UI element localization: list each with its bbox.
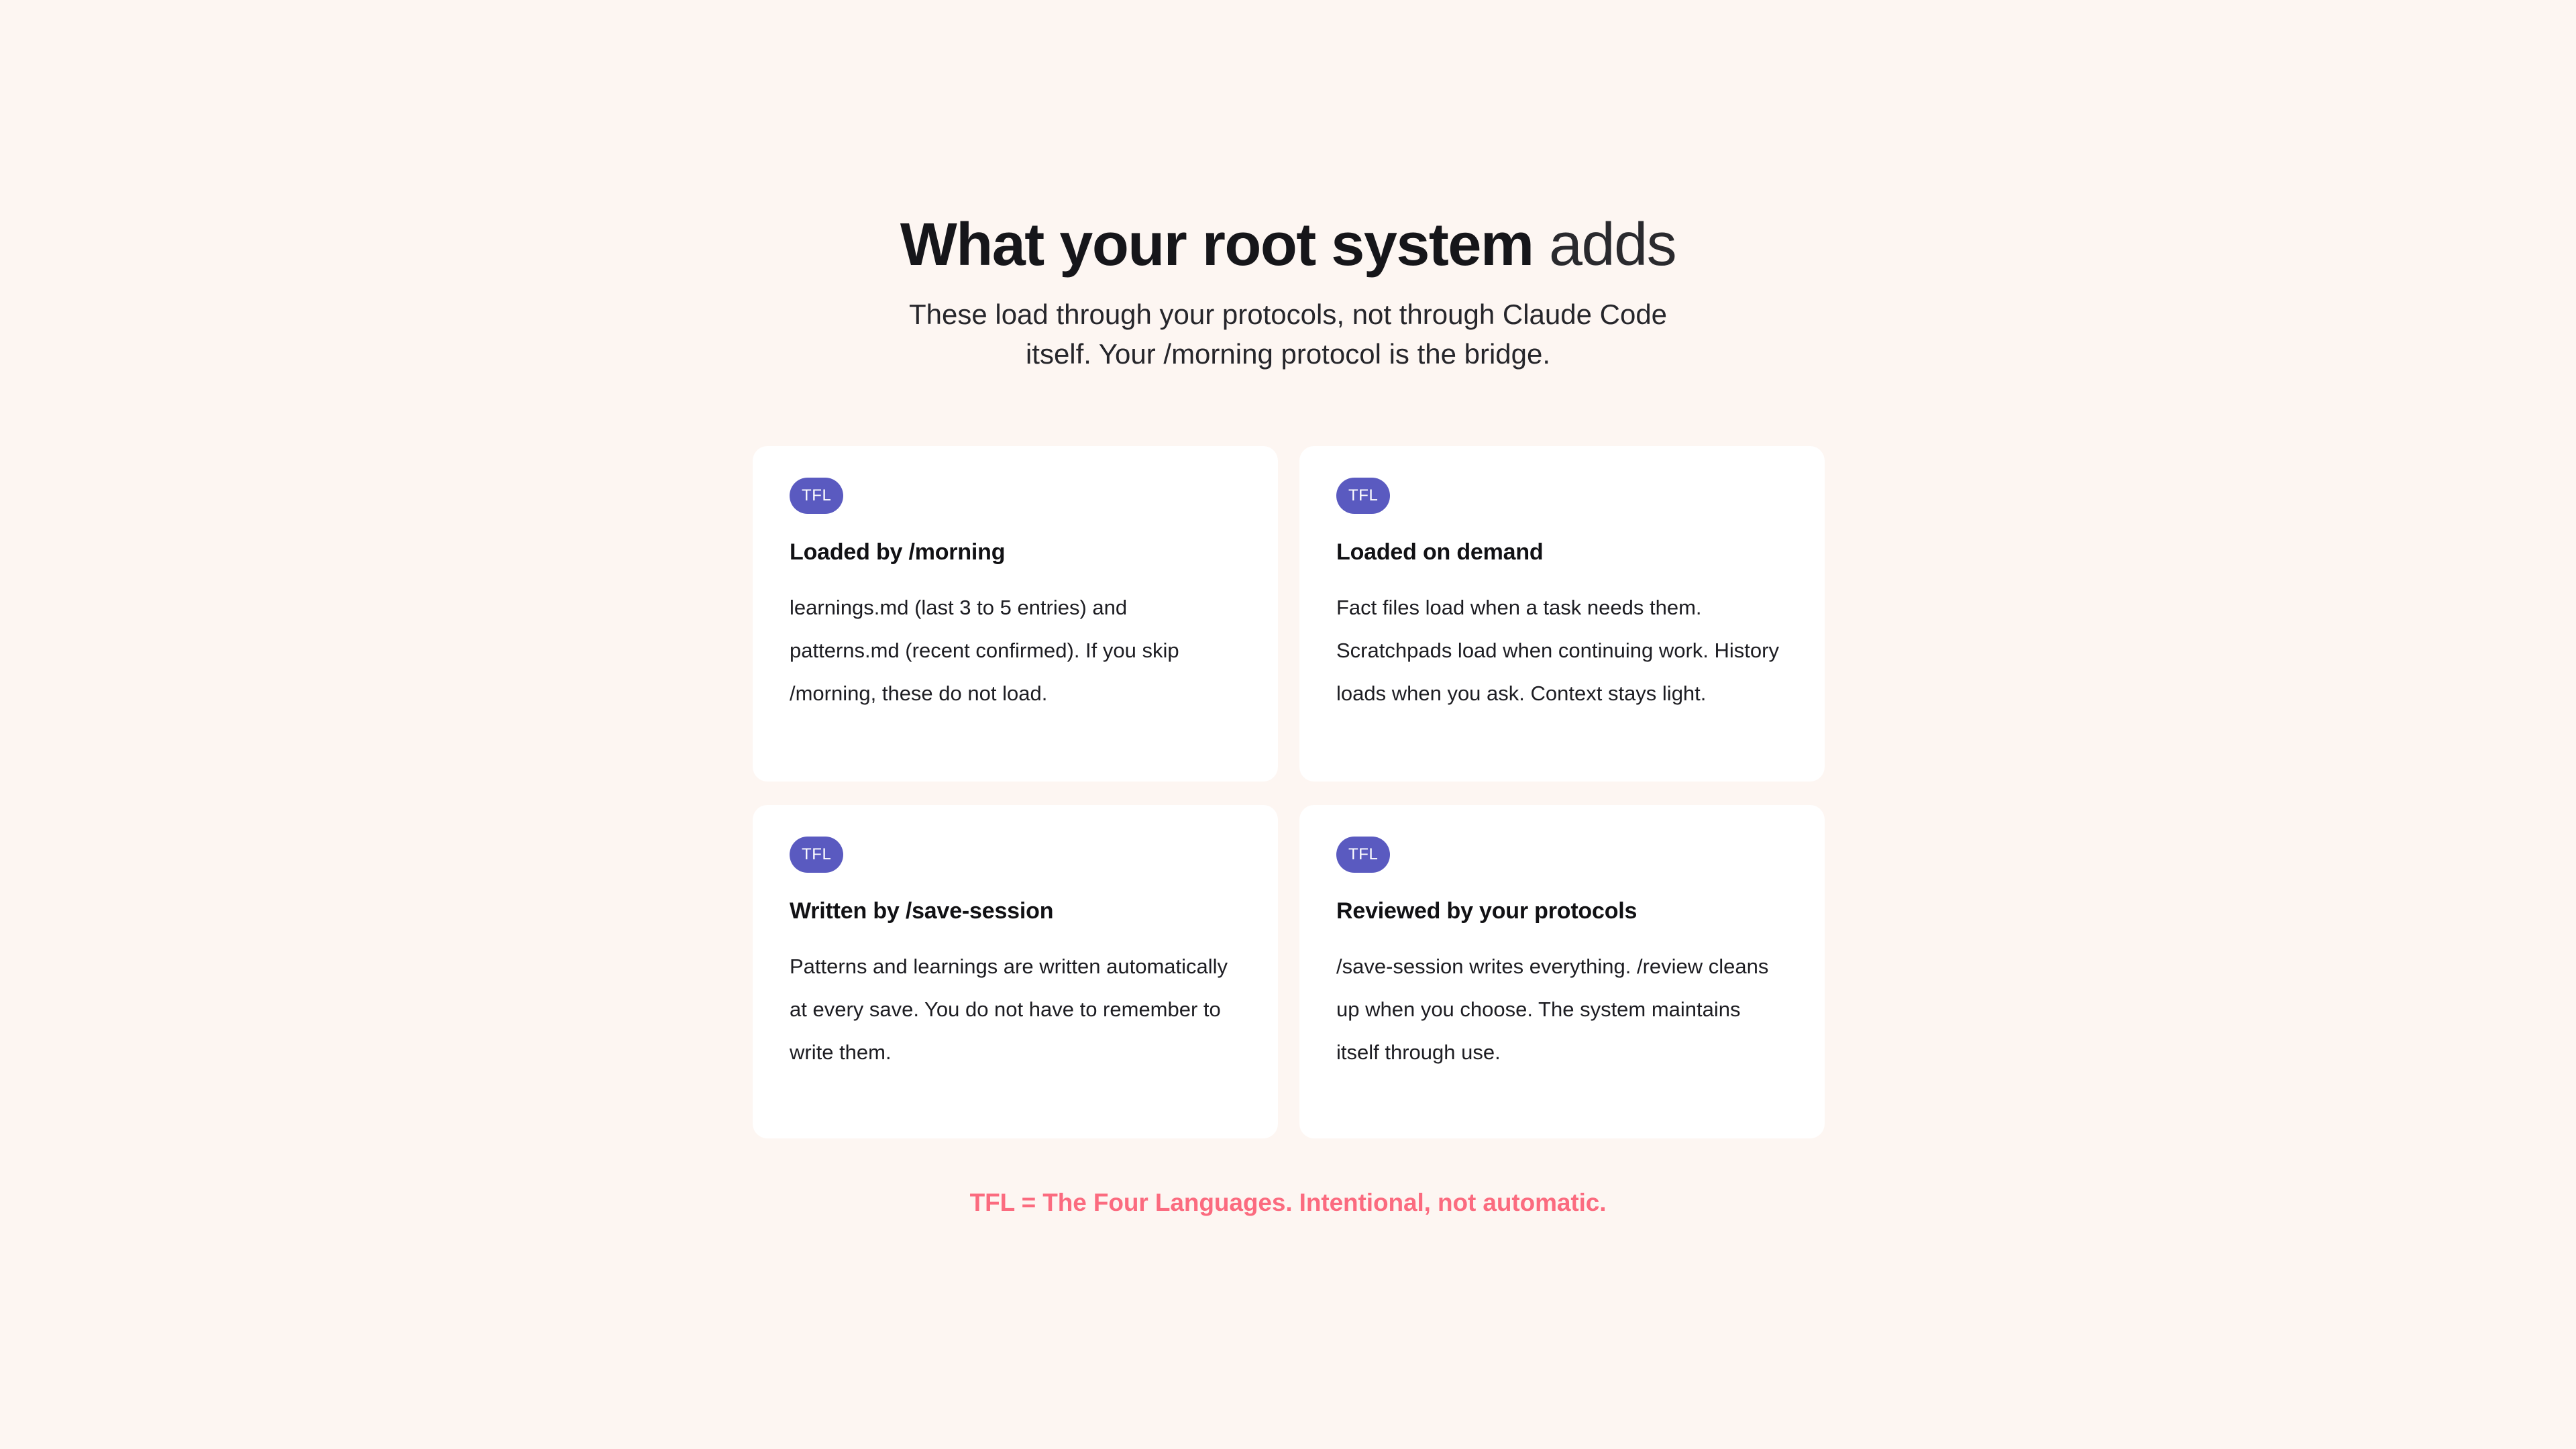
slide-header: What your root system adds These load th… xyxy=(0,213,2576,374)
card-body: /save-session writes everything. /review… xyxy=(1336,954,1769,1064)
card-written-by-save-session: TFL Written by /save-session Patterns an… xyxy=(753,805,1278,1138)
card-body: learnings.md (last 3 to 5 entries) and p… xyxy=(790,595,1179,705)
card-body: Fact files load when a task needs them. … xyxy=(1336,595,1779,705)
tfl-badge: TFL xyxy=(790,478,844,514)
footer-note: TFL = The Four Languages. Intentional, n… xyxy=(969,1189,1607,1216)
card-reviewed-by-your-protocols: TFL Reviewed by your protocols /save-ses… xyxy=(1299,805,1825,1138)
card-grid: TFL Loaded by /morning learnings.md (las… xyxy=(753,446,1825,1138)
card-title: Loaded on demand xyxy=(1336,539,1544,565)
card-body: Patterns and learnings are written autom… xyxy=(790,954,1228,1064)
tfl-badge: TFL xyxy=(1336,478,1391,514)
card-loaded-on-demand: TFL Loaded on demand Fact files load whe… xyxy=(1299,446,1825,782)
card-title: Written by /save-session xyxy=(790,898,1054,924)
card-loaded-by-morning: TFL Loaded by /morning learnings.md (las… xyxy=(753,446,1278,782)
page-title-strong: What your root system xyxy=(900,211,1534,278)
card-title: Reviewed by your protocols xyxy=(1336,898,1638,924)
card-title: Loaded by /morning xyxy=(790,539,1006,565)
tfl-badge: TFL xyxy=(790,837,844,873)
page-title-light: adds xyxy=(1533,211,1677,278)
tfl-badge: TFL xyxy=(1336,837,1391,873)
page-title: What your root system adds xyxy=(0,213,2576,277)
page-subtitle: These load through your protocols, not t… xyxy=(908,298,1668,370)
